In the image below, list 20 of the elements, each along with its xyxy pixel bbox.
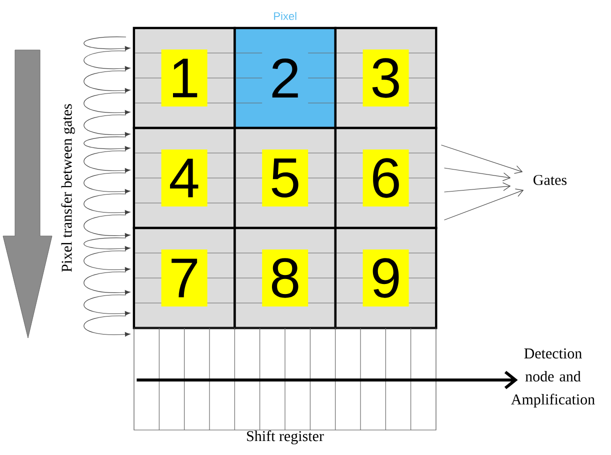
arrow <box>444 188 524 220</box>
arrow <box>444 182 511 192</box>
pixel-cell: 4 <box>132 126 236 230</box>
output-label: Detection node and Amplification <box>511 348 595 408</box>
arrow <box>440 144 523 174</box>
axis-label: Pixel transfer between gates <box>61 104 75 272</box>
pixel-cell: 2 <box>234 26 337 130</box>
arrow <box>444 168 511 182</box>
shift-register: Shift register <box>134 328 436 444</box>
gates-label: Gates <box>534 174 567 186</box>
pixel-cell: 7 <box>132 226 236 330</box>
pixel-cell: 5 <box>234 126 337 230</box>
pixel-cell: 3 <box>334 26 438 130</box>
node-label: Shift register <box>247 430 324 444</box>
pixel-label: Pixel <box>274 12 296 20</box>
pixel-cell: 8 <box>234 226 337 330</box>
pixel-cell: 9 <box>334 226 438 330</box>
pixel-cell: 1 <box>132 26 236 130</box>
arrow <box>136 370 518 390</box>
pixel-cell: 6 <box>334 126 438 230</box>
